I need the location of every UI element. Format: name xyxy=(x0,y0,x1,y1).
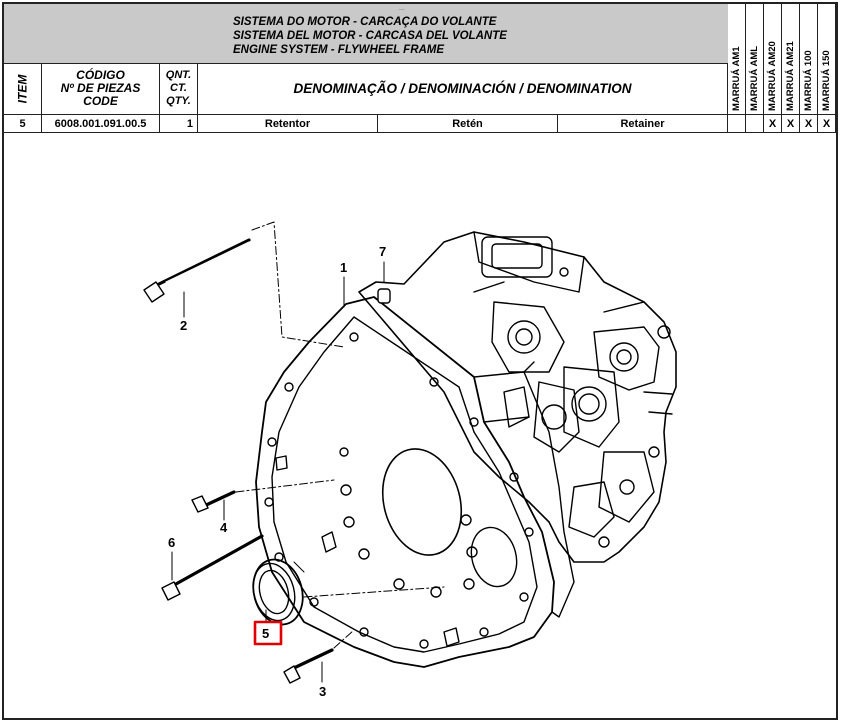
callout-3: 3 xyxy=(319,684,326,699)
model-label: MARRUÁ AM20 xyxy=(766,41,778,111)
flywheel-housing xyxy=(255,296,575,668)
bolt-3 xyxy=(283,629,355,684)
row-item: 5 xyxy=(4,115,42,132)
header-tick: ... xyxy=(399,5,405,12)
model-label: MARRUÁ 100 xyxy=(802,50,814,111)
bolt-4 xyxy=(191,479,335,521)
bolt-2 xyxy=(143,238,251,318)
model-col: MARRUÁ AM21 xyxy=(782,4,800,115)
row-name-es: Retén xyxy=(378,115,558,132)
model-label: MARRUÁ 150 xyxy=(820,50,832,111)
col-header-code: CÓDIGO Nº DE PIEZAS CODE xyxy=(42,63,160,115)
model-label: MARRUÁ AM21 xyxy=(784,41,796,111)
highlight-box xyxy=(253,620,283,646)
model-label: MARRUÁ AML xyxy=(748,45,760,111)
section-titles: SISTEMA DO MOTOR - CARCAÇA DO VOLANTE SI… xyxy=(233,15,507,57)
col-denomination-label: DENOMINAÇÃO / DENOMINACIÓN / DENOMINATIO… xyxy=(293,81,632,96)
title-pt: SISTEMA DO MOTOR - CARCAÇA DO VOLANTE xyxy=(233,16,497,28)
col-header-denomination: DENOMINAÇÃO / DENOMINACIÓN / DENOMINATIO… xyxy=(198,63,728,115)
callout-7: 7 xyxy=(379,244,386,259)
col-header-qty: QNT. CT. QTY. xyxy=(160,63,198,115)
col-code-pt: CÓDIGO xyxy=(76,68,125,82)
row-applicability: X xyxy=(782,115,800,132)
callout-6: 6 xyxy=(168,535,175,550)
callout-1: 1 xyxy=(340,260,347,275)
callout-4: 4 xyxy=(220,520,228,535)
bolt-6 xyxy=(161,534,264,601)
callout-5: 5 xyxy=(262,626,269,641)
row-name-pt: Retentor xyxy=(198,115,378,132)
col-header-item: ITEM xyxy=(4,63,42,115)
model-label: MARRUÁ AM1 xyxy=(730,46,742,111)
row-applicability xyxy=(746,115,764,132)
title-es: SISTEMA DEL MOTOR - CARCASA DEL VOLANTE xyxy=(233,30,507,42)
col-qty-en: QTY. xyxy=(166,95,191,107)
row-code: 6008.001.091.00.5 xyxy=(42,115,160,132)
title-en: ENGINE SYSTEM - FLYWHEEL FRAME xyxy=(233,44,445,56)
title-band: ... SISTEMA DO MOTOR - CARCAÇA DO VOLANT… xyxy=(4,4,729,64)
col-code-en: CODE xyxy=(83,94,118,108)
model-col: MARRUÁ 100 xyxy=(800,4,818,115)
row-applicability: X xyxy=(800,115,818,132)
col-qty-pt: QNT. xyxy=(165,69,192,81)
row-applicability: X xyxy=(818,115,836,132)
row-qty: 1 xyxy=(160,115,198,132)
col-code-es: Nº DE PIEZAS xyxy=(60,81,141,95)
col-qty-es: CT. xyxy=(170,82,187,94)
row-applicability xyxy=(728,115,746,132)
callout-2: 2 xyxy=(180,318,187,333)
table-row[interactable]: 5 6008.001.091.00.5 1 Retentor Retén Ret… xyxy=(4,115,836,133)
model-col: MARRUÁ AML xyxy=(746,4,764,115)
row-applicability: X xyxy=(764,115,782,132)
callout-5-highlight: 5 xyxy=(253,620,283,646)
dowel-7 xyxy=(377,261,391,304)
row-name-en: Retainer xyxy=(558,115,728,132)
engine-block xyxy=(358,231,677,563)
col-item-label: ITEM xyxy=(15,74,30,103)
model-columns: MARRUÁ AM1 MARRUÁ AML MARRUÁ AM20 MARRUÁ… xyxy=(728,4,836,115)
model-col: MARRUÁ AM1 xyxy=(728,4,746,115)
retainer-seal xyxy=(252,558,445,626)
model-col: MARRUÁ AM20 xyxy=(764,4,782,115)
model-col: MARRUÁ 150 xyxy=(818,4,836,115)
flywheel-housing-drawing: 1 2 3 4 6 7 5 xyxy=(143,221,677,699)
